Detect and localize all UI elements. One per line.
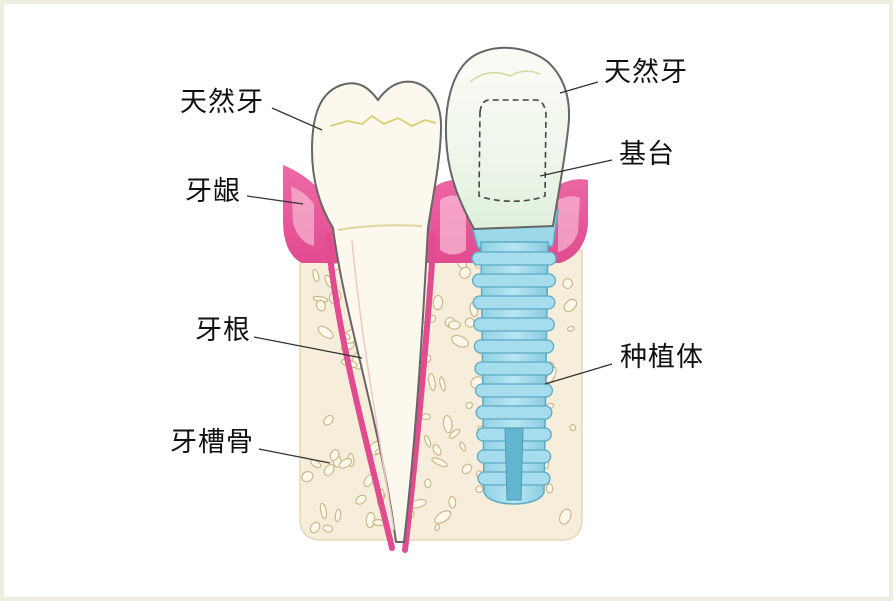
gum-highlight-right bbox=[558, 196, 580, 252]
natural-tooth-cementoenamel-line bbox=[337, 224, 423, 231]
bone-pebble bbox=[442, 414, 453, 434]
implant-thread bbox=[475, 405, 553, 420]
bone-pebble bbox=[322, 524, 334, 533]
bone-pebble bbox=[563, 298, 578, 313]
bone-pebble bbox=[428, 373, 436, 391]
root-canal bbox=[351, 239, 395, 531]
label-alveolar-bone: 牙槽骨 bbox=[170, 427, 254, 458]
periodontal-ligament-right bbox=[402, 233, 437, 553]
leader-line-gum bbox=[246, 195, 304, 205]
bone-pebble bbox=[310, 459, 322, 469]
bone-pebble bbox=[431, 457, 448, 468]
implant-thread bbox=[474, 361, 554, 376]
bone-pebble bbox=[434, 510, 452, 524]
leader-line-abutment bbox=[539, 159, 613, 177]
implant-thread bbox=[473, 317, 555, 332]
bone-pebble bbox=[312, 268, 320, 283]
label-gum: 牙龈 bbox=[185, 176, 241, 207]
gum-highlight-middle bbox=[440, 195, 466, 255]
bone-pebble bbox=[355, 494, 367, 505]
leader-line-root bbox=[253, 336, 363, 359]
bone-pebble bbox=[569, 424, 577, 432]
bone-pebble bbox=[432, 444, 442, 456]
bone-pebble bbox=[448, 320, 461, 330]
label-root: 牙根 bbox=[195, 315, 251, 346]
bone-pebble bbox=[465, 401, 473, 409]
bone-pebble bbox=[334, 508, 342, 523]
bone-pebble bbox=[434, 524, 441, 532]
implant-thread bbox=[471, 273, 557, 288]
gum-highlight-left bbox=[291, 186, 314, 246]
label-implant: 种植体 bbox=[620, 342, 704, 373]
label-abutment: 基台 bbox=[619, 139, 675, 170]
bone-pebble bbox=[545, 483, 554, 494]
bone-pebble bbox=[309, 521, 321, 534]
bone-pebble bbox=[448, 496, 457, 509]
implant-threads bbox=[471, 251, 557, 486]
bone-pebble bbox=[315, 299, 326, 312]
bone-pebble bbox=[451, 334, 469, 348]
bone-pebble bbox=[448, 428, 461, 439]
bone-pebble bbox=[424, 478, 432, 489]
bone-pebble bbox=[323, 464, 335, 477]
bone-pebble bbox=[319, 502, 328, 520]
bone-pebble bbox=[432, 295, 444, 311]
bone-pebble bbox=[424, 435, 432, 448]
natural-tooth-crown-groove bbox=[329, 114, 437, 128]
bone-pebble bbox=[338, 458, 353, 469]
bone-pebble bbox=[566, 325, 575, 332]
bone-pebble bbox=[475, 485, 484, 494]
leader-line-natural-tooth-right bbox=[559, 81, 599, 94]
label-natural-tooth-right: 天然牙 bbox=[604, 57, 688, 88]
bone-pebble bbox=[562, 278, 574, 289]
leader-line-alveolar-bone bbox=[258, 448, 331, 464]
bone-pebble bbox=[421, 413, 431, 421]
abutment-outline bbox=[478, 99, 547, 202]
bone-pebble bbox=[317, 325, 334, 340]
bone-pebble bbox=[459, 441, 467, 452]
bone-pebble bbox=[301, 471, 314, 483]
bone-pebble bbox=[459, 266, 472, 279]
bone-pebble bbox=[439, 376, 446, 392]
bone-pebble bbox=[559, 508, 572, 525]
label-natural-tooth-left: 天然牙 bbox=[180, 87, 264, 118]
implant-thread bbox=[473, 339, 555, 354]
implant-apical-groove bbox=[504, 427, 524, 501]
implant-thread bbox=[471, 251, 557, 266]
leader-line-implant bbox=[544, 363, 613, 385]
implant-thread bbox=[472, 295, 556, 310]
bone-pebble bbox=[461, 463, 473, 475]
bone-pebble bbox=[329, 448, 340, 462]
implant-crown-groove bbox=[469, 70, 541, 83]
bone-pebble bbox=[323, 414, 334, 426]
implant-thread bbox=[474, 383, 554, 398]
periodontal-ligament-left bbox=[325, 233, 395, 551]
leader-line-natural-tooth-left bbox=[271, 107, 323, 131]
